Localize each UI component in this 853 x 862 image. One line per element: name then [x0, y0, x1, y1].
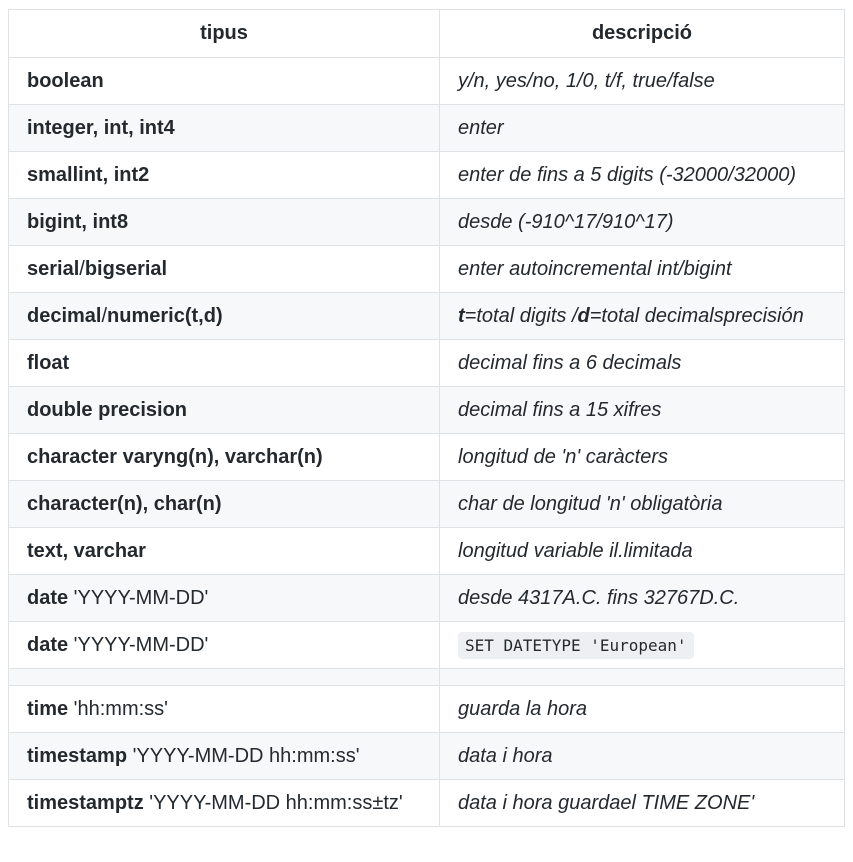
- table-row: decimal/numeric(t,d) t=total digits /d=t…: [8, 292, 845, 340]
- type-format: 'hh:mm:ss': [68, 697, 168, 720]
- type-format: 'YYYY-MM-DD hh:mm:ss±tz': [143, 791, 403, 814]
- empty-cell: [8, 668, 440, 686]
- type-name: boolean: [27, 69, 104, 92]
- type-cell: timestamp 'YYYY-MM-DD hh:mm:ss': [8, 732, 440, 780]
- table-row: time 'hh:mm:ss' guarda la hora: [8, 685, 845, 733]
- type-cell: character varyng(n), varchar(n): [8, 433, 440, 481]
- table-row: smallint, int2 enter de fins a 5 digits …: [8, 151, 845, 199]
- desc-cell: decimal fins a 6 decimals: [439, 339, 845, 387]
- type-cell: double precision: [8, 386, 440, 434]
- type-cell: serial/bigserial: [8, 245, 440, 293]
- desc-cell: longitud de 'n' caràcters: [439, 433, 845, 481]
- type-name: bigint, int8: [27, 210, 129, 233]
- type-name: double precision: [27, 398, 188, 421]
- type-cell: character(n), char(n): [8, 480, 440, 528]
- type-cell: bigint, int8: [8, 198, 440, 246]
- type-cell: float: [8, 339, 440, 387]
- desc-rest: =total decimalsprecisión: [589, 304, 804, 327]
- type-name-a: decimal: [27, 304, 102, 327]
- desc-cell: enter autoincremental int/bigint: [439, 245, 845, 293]
- table-row: double precision decimal fins a 15 xifre…: [8, 386, 845, 434]
- types-table: tipus descripció boolean y/n, yes/no, 1/…: [8, 9, 845, 827]
- table-row: serial/bigserial enter autoincremental i…: [8, 245, 845, 293]
- header-descripcio: descripció: [439, 9, 845, 58]
- desc-cell: enter: [439, 104, 845, 152]
- desc-cell: SET DATETYPE 'European': [439, 621, 845, 669]
- table-row: character(n), char(n) char de longitud '…: [8, 480, 845, 528]
- type-name: float: [27, 351, 70, 374]
- type-cell: boolean: [8, 57, 440, 105]
- desc-cell: enter de fins a 5 digits (-32000/32000): [439, 151, 845, 199]
- desc-cell: desde (-910^17/910^17): [439, 198, 845, 246]
- desc-cell: decimal fins a 15 xifres: [439, 386, 845, 434]
- type-format: 'YYYY-MM-DD hh:mm:ss': [127, 744, 360, 767]
- type-separator: /: [79, 257, 85, 280]
- type-name: character varyng(n), varchar(n): [27, 445, 323, 468]
- type-cell: date 'YYYY-MM-DD': [8, 574, 440, 622]
- empty-row: [8, 668, 845, 686]
- table-row: boolean y/n, yes/no, 1/0, t/f, true/fals…: [8, 57, 845, 105]
- type-name: timestamptz: [27, 791, 144, 814]
- type-format: 'YYYY-MM-DD': [68, 586, 209, 609]
- type-cell: text, varchar: [8, 527, 440, 575]
- type-name: smallint, int2: [27, 163, 150, 186]
- type-name: integer, int, int4: [27, 116, 175, 139]
- desc-cell: longitud variable il.limitada: [439, 527, 845, 575]
- desc-mid: =total digits /: [464, 304, 578, 327]
- table-row: character varyng(n), varchar(n) longitud…: [8, 433, 845, 481]
- type-format: 'YYYY-MM-DD': [68, 633, 209, 656]
- type-cell: date 'YYYY-MM-DD': [8, 621, 440, 669]
- type-name: timestamp: [27, 744, 128, 767]
- table-row: bigint, int8 desde (-910^17/910^17): [8, 198, 845, 246]
- desc-cell: data i hora guardael TIME ZONE': [439, 779, 845, 827]
- type-name: date: [27, 586, 69, 609]
- desc-cell: t=total digits /d=total decimalsprecisió…: [439, 292, 845, 340]
- desc-cell: y/n, yes/no, 1/0, t/f, true/false: [439, 57, 845, 105]
- table-row: timestamptz 'YYYY-MM-DD hh:mm:ss±tz' dat…: [8, 779, 845, 827]
- type-cell: decimal/numeric(t,d): [8, 292, 440, 340]
- table-row: text, varchar longitud variable il.limit…: [8, 527, 845, 575]
- type-cell: timestamptz 'YYYY-MM-DD hh:mm:ss±tz': [8, 779, 440, 827]
- type-name-a: serial: [27, 257, 80, 280]
- type-cell: smallint, int2: [8, 151, 440, 199]
- type-cell: time 'hh:mm:ss': [8, 685, 440, 733]
- desc-cell: char de longitud 'n' obligatòria: [439, 480, 845, 528]
- type-name: character(n), char(n): [27, 492, 222, 515]
- header-tipus: tipus: [8, 9, 440, 58]
- type-name: time: [27, 697, 69, 720]
- table-row: float decimal fins a 6 decimals: [8, 339, 845, 387]
- header-row: tipus descripció: [8, 9, 845, 58]
- code-snippet: SET DATETYPE 'European': [458, 631, 694, 659]
- table-row: date 'YYYY-MM-DD' desde 4317A.C. fins 32…: [8, 574, 845, 622]
- desc-d: d: [577, 304, 590, 327]
- table-row: timestamp 'YYYY-MM-DD hh:mm:ss' data i h…: [8, 732, 845, 780]
- type-name: text, varchar: [27, 539, 146, 562]
- type-name-b: bigserial: [84, 257, 168, 280]
- desc-cell: data i hora: [439, 732, 845, 780]
- type-cell: integer, int, int4: [8, 104, 440, 152]
- desc-cell: desde 4317A.C. fins 32767D.C.: [439, 574, 845, 622]
- type-name: date: [27, 633, 69, 656]
- desc-t: t: [458, 304, 465, 327]
- table-row: integer, int, int4 enter: [8, 104, 845, 152]
- type-name-b: numeric(t,d): [107, 304, 223, 327]
- type-separator: /: [101, 304, 108, 327]
- empty-cell: [439, 668, 845, 686]
- desc-cell: guarda la hora: [439, 685, 845, 733]
- table-row: date 'YYYY-MM-DD' SET DATETYPE 'European…: [8, 621, 845, 669]
